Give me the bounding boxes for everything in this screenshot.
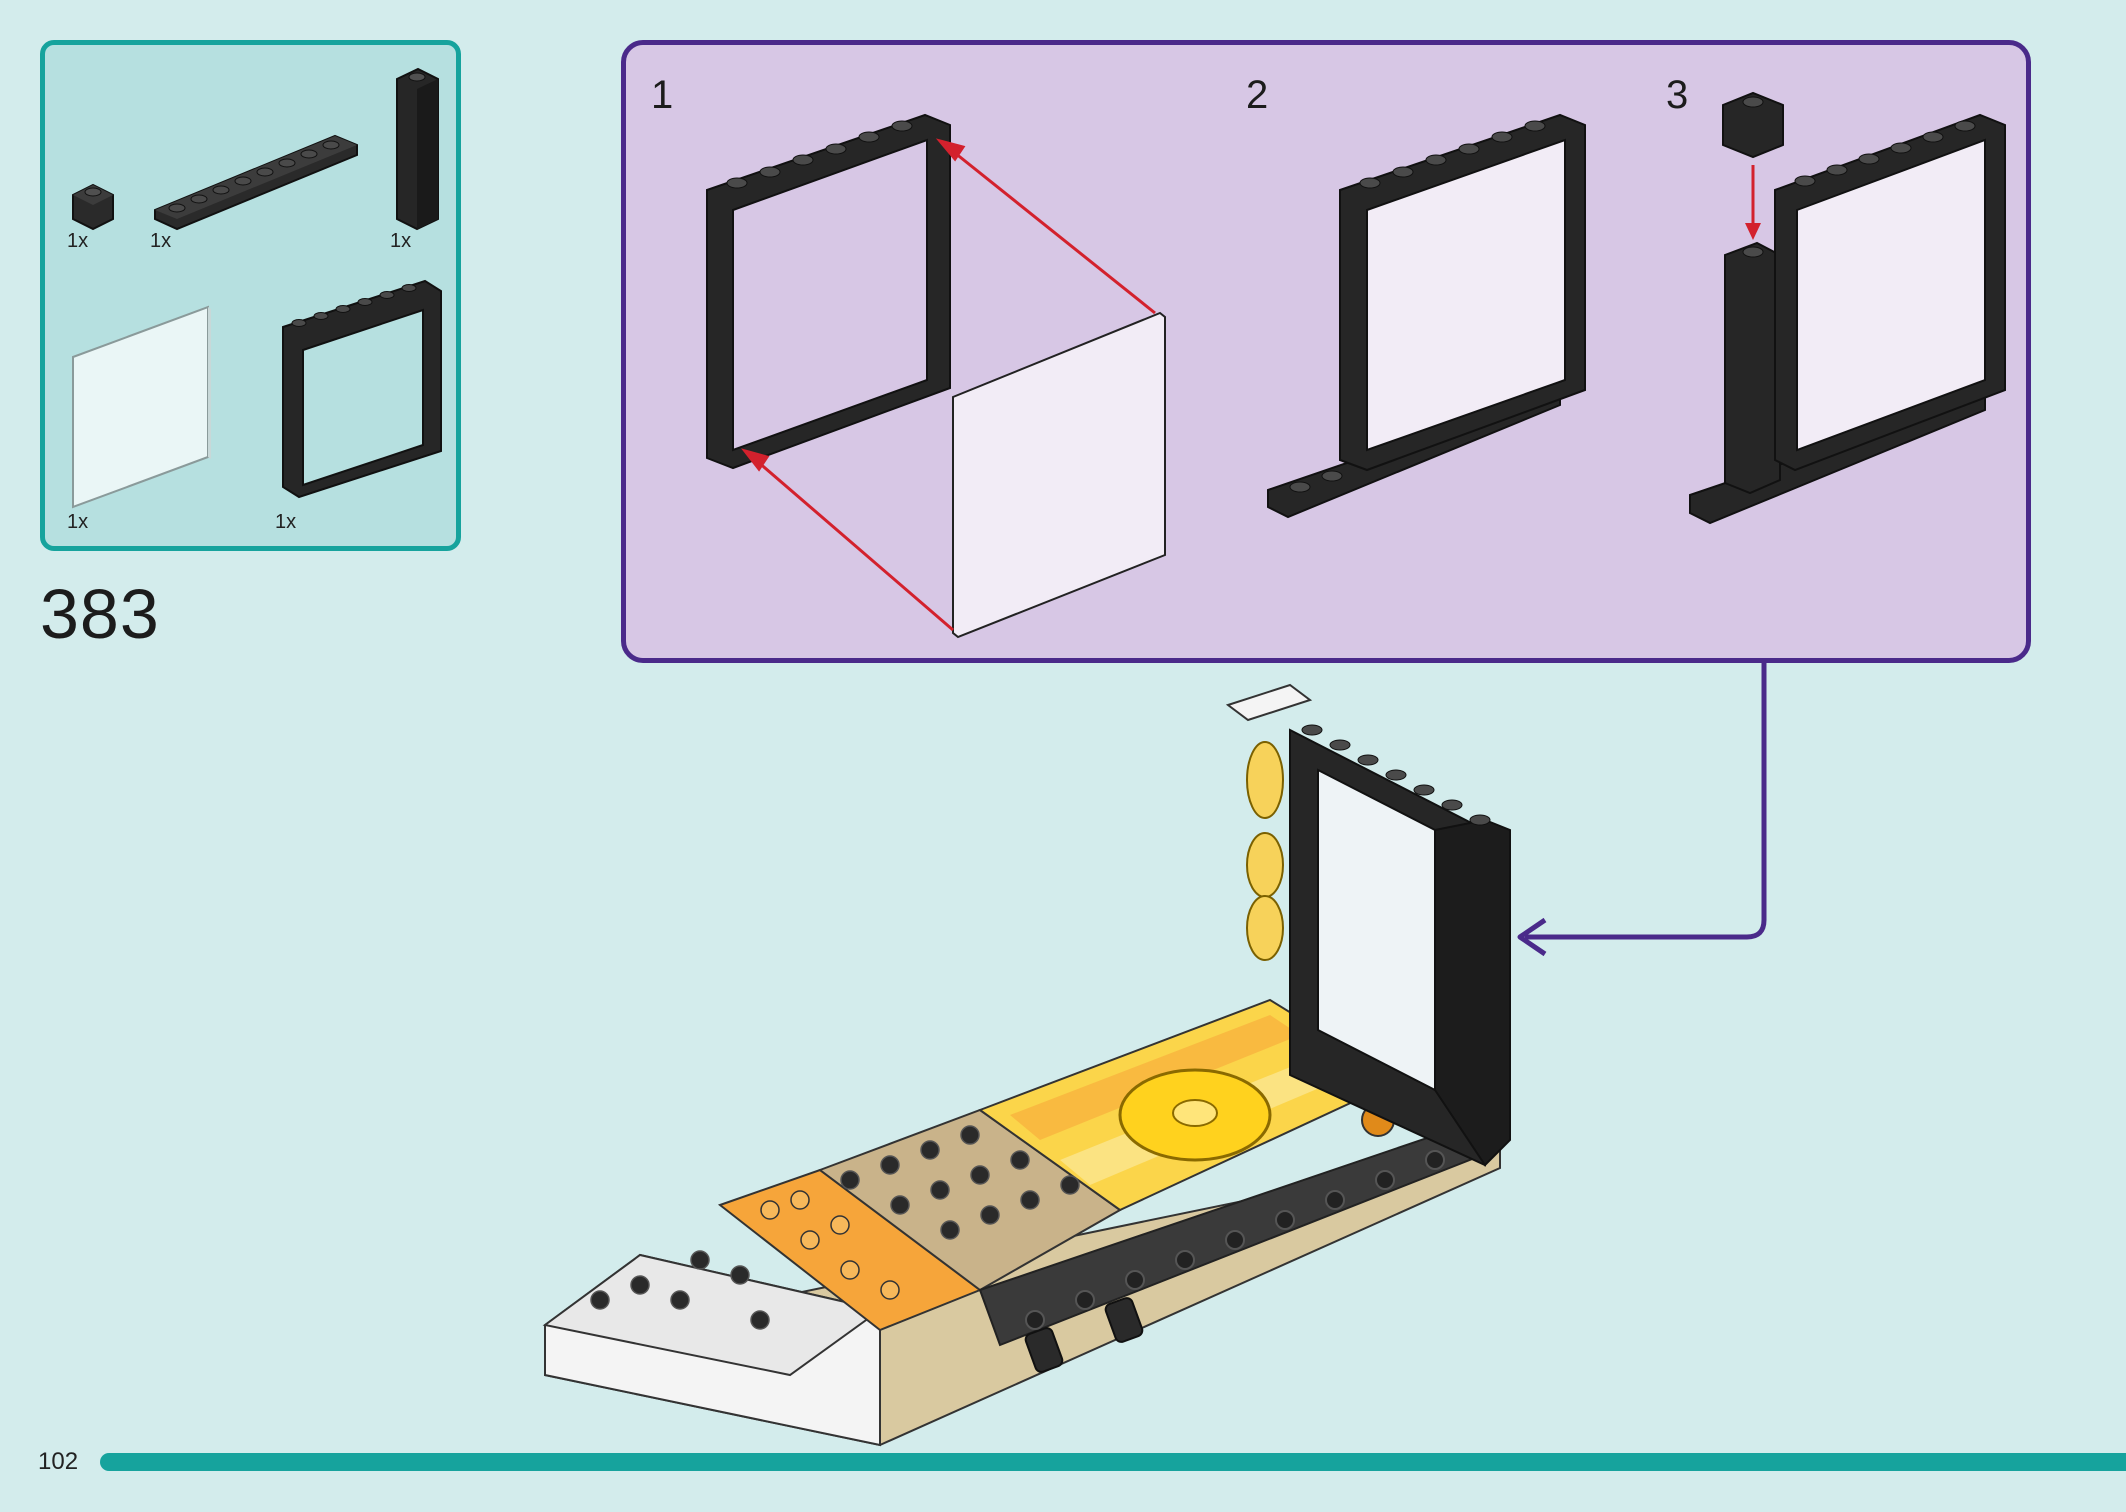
substep-1-pane bbox=[952, 311, 1166, 639]
page-number: 102 bbox=[38, 1448, 79, 1475]
part-qty: 1x bbox=[150, 230, 172, 252]
substep-3-assembly bbox=[1689, 91, 2006, 525]
parts-list-box: 1x 1x 1x 1x bbox=[40, 40, 461, 551]
substep-illustrations bbox=[706, 91, 2006, 639]
black-1x1-brick-image bbox=[72, 183, 114, 231]
substep-label-3: 3 bbox=[1666, 73, 1689, 117]
red-arrows bbox=[741, 138, 1156, 632]
substep-1-frame bbox=[706, 113, 951, 470]
part-qty: 1x bbox=[390, 230, 412, 252]
part-qty: 1x bbox=[67, 511, 89, 533]
substep-label-2: 2 bbox=[1246, 73, 1269, 117]
substep-2-assembly bbox=[1267, 113, 1586, 519]
substep-panel: 1 2 3 bbox=[621, 40, 2031, 663]
black-1x1x5-pillar-image bbox=[396, 67, 439, 231]
page-footer-bar bbox=[100, 1453, 2126, 1471]
step-number: 383 bbox=[40, 575, 160, 653]
part-qty: 1x bbox=[275, 511, 297, 533]
black-1x8-plate-image bbox=[154, 134, 358, 231]
window-frame-image bbox=[282, 279, 442, 499]
substep-label-1: 1 bbox=[651, 73, 674, 117]
part-qty: 1x bbox=[67, 230, 89, 252]
glass-pane-image bbox=[72, 305, 211, 509]
connector-arrow bbox=[1517, 663, 1767, 957]
